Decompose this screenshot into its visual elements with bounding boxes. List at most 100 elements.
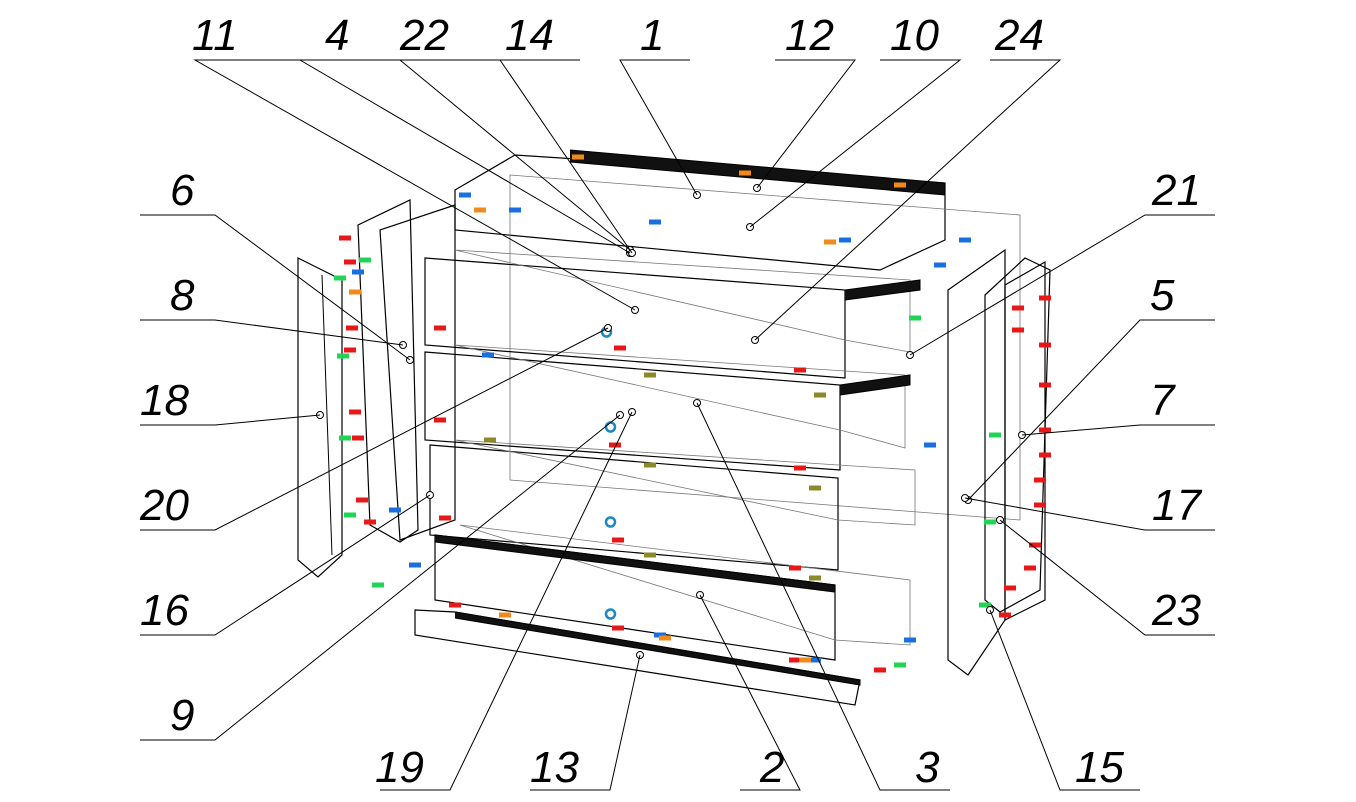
red-fitting [1029, 542, 1041, 548]
leader-line-10 [749, 59, 962, 228]
label-20: 20 [139, 481, 189, 530]
red-fitting [434, 325, 446, 331]
label-6: 6 [170, 166, 195, 215]
leader-line-6 [140, 214, 411, 361]
right-frame-panel [1004, 260, 1046, 621]
blue-fitting [839, 237, 851, 243]
orange-fitting [499, 612, 511, 618]
part-labels: 11 4 22 14 1 12 10 24 6 8 18 20 16 9 21 … [139, 11, 1202, 792]
teal-fitting [604, 608, 617, 620]
leader-line-21 [909, 214, 1215, 356]
blue-fitting [509, 207, 521, 213]
label-21: 21 [1151, 166, 1201, 215]
leader-line-11 [193, 59, 636, 311]
label-5: 5 [1150, 271, 1175, 320]
red-fitting [612, 625, 624, 631]
leader-line-7 [1021, 424, 1215, 436]
green-fitting [372, 582, 384, 588]
label-14: 14 [505, 11, 554, 60]
top-panel-edge [569, 149, 946, 196]
green-fitting [339, 435, 351, 441]
leader-line-18 [140, 414, 321, 426]
hardware-fittings [334, 154, 1051, 673]
left-side-panel [357, 199, 419, 543]
label-1: 1 [640, 11, 664, 60]
label-24: 24 [994, 11, 1044, 60]
label-15: 15 [1075, 743, 1124, 792]
blue-fitting [409, 562, 421, 568]
red-fitting [999, 612, 1011, 618]
red-fitting [1039, 295, 1051, 301]
label-7: 7 [1150, 376, 1176, 425]
green-fitting [984, 519, 996, 525]
leader-line-14 [499, 59, 633, 254]
leader-line-8 [140, 319, 404, 346]
label-22: 22 [399, 11, 449, 60]
label-12: 12 [785, 11, 834, 60]
red-fitting [349, 409, 361, 415]
red-fitting [1034, 502, 1046, 508]
leader-line-9 [140, 414, 621, 741]
left-frame-panel [379, 204, 456, 541]
red-fitting [1039, 452, 1051, 458]
leader-line-23 [999, 519, 1215, 636]
red-fitting [346, 325, 358, 331]
blue-fitting [649, 219, 661, 225]
red-fitting [874, 667, 886, 673]
blue-fitting [459, 192, 471, 198]
olive-fitting [484, 437, 496, 443]
green-fitting [909, 315, 921, 321]
leader-line-2 [699, 594, 801, 791]
label-8: 8 [170, 271, 195, 320]
orange-fitting [739, 170, 751, 176]
teal-fitting [604, 516, 617, 528]
red-fitting [1024, 565, 1036, 571]
leader-line-12 [756, 59, 857, 189]
orange-fitting [894, 182, 906, 188]
green-fitting [359, 257, 371, 263]
leader-line-20 [140, 327, 609, 531]
leader-line-5 [967, 319, 1215, 501]
leader-line-1 [619, 59, 698, 196]
leader-line-13 [530, 654, 641, 791]
label-4: 4 [325, 11, 349, 60]
red-fitting [614, 345, 626, 351]
red-fitting [352, 435, 364, 441]
olive-fitting [644, 372, 656, 378]
leader-line-22 [398, 59, 631, 251]
leader-line-24 [754, 59, 1062, 341]
red-fitting [439, 515, 451, 521]
blue-fitting [389, 507, 401, 513]
green-fitting [344, 512, 356, 518]
drawer-3 [429, 439, 916, 571]
label-18: 18 [140, 376, 189, 425]
olive-fitting [809, 575, 821, 581]
label-19: 19 [375, 743, 424, 792]
orange-fitting [799, 657, 811, 663]
label-2: 2 [759, 743, 784, 792]
blue-fitting [934, 262, 946, 268]
plinth [414, 609, 861, 706]
red-fitting [1004, 585, 1016, 591]
red-fitting [1012, 305, 1024, 311]
red-fitting [1012, 327, 1024, 333]
orange-fitting [474, 207, 486, 213]
blue-fitting [904, 637, 916, 643]
red-fitting [1034, 477, 1046, 483]
orange-fitting [659, 635, 671, 641]
orange-fitting [349, 289, 361, 295]
leader-line-17 [964, 497, 1215, 531]
leader-lines [140, 59, 1215, 791]
olive-fitting [814, 392, 826, 398]
green-fitting [337, 353, 349, 359]
red-fitting [344, 259, 356, 265]
drawer-1 [424, 249, 921, 379]
red-fitting [339, 235, 351, 241]
label-17: 17 [1152, 481, 1202, 530]
blue-fitting [352, 269, 364, 275]
green-fitting [894, 662, 906, 668]
blue-fitting [482, 352, 494, 358]
red-fitting [344, 347, 356, 353]
red-fitting [789, 657, 801, 663]
